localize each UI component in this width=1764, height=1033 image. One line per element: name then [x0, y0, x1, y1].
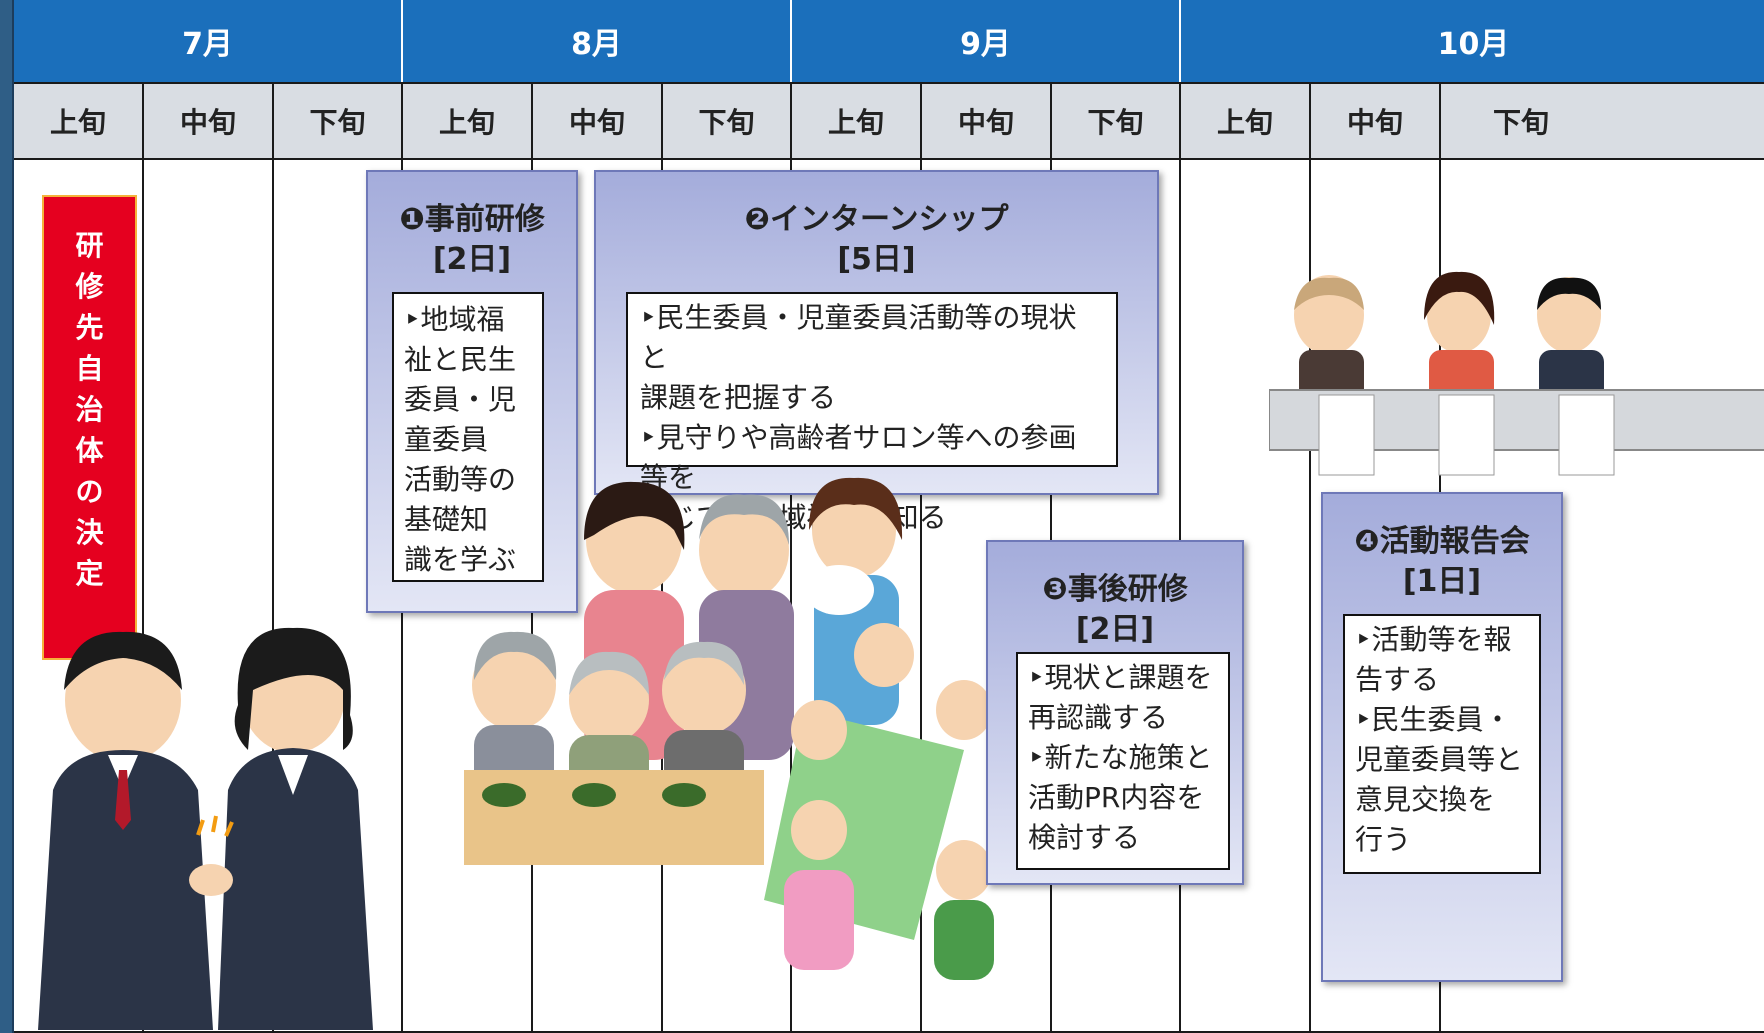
month-august: 8月	[403, 0, 792, 82]
phase-description: ‣現状と課題を 再認識する ‣新たな施策と 活動PR内容を 検討する	[1016, 652, 1230, 870]
period-sep-early: 上旬	[792, 82, 922, 160]
grid-line	[142, 160, 144, 1033]
desc-line: 検討する	[1028, 821, 1141, 854]
desc-line: 祉と民生	[404, 343, 517, 376]
desc-line: 童委員	[404, 423, 489, 456]
desc-line: ‣地域福	[404, 303, 505, 336]
desc-line: 基礎知	[404, 503, 489, 536]
desc-line: 活動PR内容を	[1028, 781, 1205, 814]
desc-line: 行う	[1355, 823, 1412, 856]
period-oct-late: 下旬	[1441, 82, 1764, 160]
decision-char: 研	[75, 229, 104, 262]
month-october: 10月	[1181, 0, 1764, 82]
decision-char: の	[75, 475, 104, 508]
decision-char: 決	[75, 516, 104, 549]
decision-label: 研 修 先 自 治 体 の 決 定	[42, 195, 137, 660]
period-aug-early: 上旬	[403, 82, 533, 160]
phase-report: ❹活動報告会 [1日] ‣活動等を報 告する ‣民生委員・ 児童委員等と 意見交…	[1321, 492, 1563, 982]
phase-title: ❸事後研修	[1042, 572, 1188, 607]
grid-line	[14, 1031, 1764, 1033]
grid-line	[920, 160, 922, 1033]
desc-line: 委員・児	[404, 383, 517, 416]
decision-char: 治	[75, 393, 104, 426]
phase-post-training: ❸事後研修 [2日] ‣現状と課題を 再認識する ‣新たな施策と 活動PR内容を…	[986, 540, 1244, 885]
period-sep-mid: 中旬	[922, 82, 1052, 160]
period-aug-mid: 中旬	[533, 82, 663, 160]
phase-days: [2日]	[1075, 612, 1155, 647]
period-aug-late: 下旬	[663, 82, 792, 160]
meeting-illustration	[1269, 271, 1764, 476]
desc-line: ‣新たな施策と	[1028, 741, 1213, 774]
period-oct-early: 上旬	[1181, 82, 1311, 160]
period-header-row: 上旬 中旬 下旬 上旬 中旬 下旬 上旬 中旬 下旬 上旬 中旬 下旬	[14, 82, 1764, 160]
desc-line: ‣活動等を報	[1355, 623, 1512, 656]
desc-line: 児童委員等と	[1355, 743, 1524, 776]
desc-line: ‣現状と課題を	[1028, 661, 1213, 694]
month-july: 7月	[14, 0, 403, 82]
period-jul-mid: 中旬	[144, 82, 274, 160]
decision-char: 先	[75, 311, 104, 344]
decision-char: 体	[75, 434, 104, 467]
period-oct-mid: 中旬	[1311, 82, 1441, 160]
phase-description: ‣民生委員・児童委員活動等の現状と 課題を把握する ‣見守りや高齢者サロン等への…	[626, 292, 1118, 534]
schedule-table: 7月 8月 9月 10月 上旬 中旬 下旬 上旬 中旬 下旬 上旬 中旬 下旬 …	[12, 0, 1764, 1033]
desc-line: 意見交換を	[1355, 783, 1496, 816]
grid-line	[272, 160, 274, 1033]
desc-line: 告する	[1355, 663, 1440, 696]
desc-line: 識を学ぶ	[404, 543, 517, 576]
desc-line: 活動等の	[404, 463, 517, 496]
phase-description: ‣活動等を報 告する ‣民生委員・ 児童委員等と 意見交換を 行う	[1343, 614, 1541, 874]
desc-line: 再認識する	[1028, 701, 1169, 734]
decision-char: 修	[75, 270, 104, 303]
phase-days: [5日]	[837, 242, 916, 277]
handshake-illustration	[38, 627, 373, 1030]
decision-char: 定	[75, 557, 104, 590]
grid-line	[790, 160, 792, 1033]
phase-days: [2日]	[432, 242, 512, 277]
phase-description: ‣地域福 祉と民生 委員・児 童委員 活動等の 基礎知 識を学ぶ	[392, 292, 544, 582]
period-jul-early: 上旬	[14, 82, 144, 160]
phase-pre-training: ❶事前研修 [2日] ‣地域福 祉と民生 委員・児 童委員 活動等の 基礎知 識…	[366, 170, 578, 613]
period-sep-late: 下旬	[1052, 82, 1181, 160]
period-jul-late: 下旬	[274, 82, 403, 160]
phase-internship: ❷インターンシップ [5日] ‣民生委員・児童委員活動等の現状と 課題を把握する…	[594, 170, 1159, 534]
desc-line: ‣民生委員・児童委員活動等の現状と	[640, 301, 1077, 374]
grid-line	[1309, 160, 1311, 1033]
month-header-row: 7月 8月 9月 10月	[14, 0, 1764, 82]
community-illustration	[464, 477, 994, 980]
decision-char: 自	[75, 352, 104, 385]
phase-title: ❹活動報告会	[1354, 524, 1530, 559]
phase-days: [1日]	[1402, 564, 1482, 599]
month-september: 9月	[792, 0, 1181, 82]
phase-title: ❷インターンシップ	[744, 202, 1009, 237]
phase-title: ❶事前研修	[399, 202, 545, 237]
desc-line: 課題を把握する	[640, 381, 837, 414]
desc-line: ‣民生委員・	[1355, 703, 1512, 736]
